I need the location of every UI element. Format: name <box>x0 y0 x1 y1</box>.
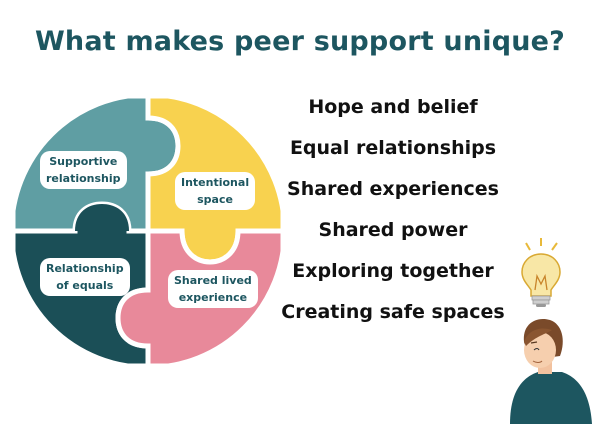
label-supportive-relationship: Supportive relationship <box>40 151 127 189</box>
label-intentional-space: Intentional space <box>175 172 256 210</box>
list-item-safe-spaces: Creating safe spaces <box>281 301 505 323</box>
page-title: What makes peer support unique? <box>34 26 566 57</box>
person-thinking-icon <box>510 318 592 424</box>
label-shared-lived-experience: Shared lived experience <box>168 270 258 308</box>
label-relationship-of-equals: Relationship of equals <box>40 258 130 296</box>
lightbulb-icon <box>521 238 561 307</box>
list-item-shared-experiences: Shared experiences <box>287 178 499 200</box>
list-item-shared-power: Shared power <box>318 219 468 241</box>
list-item-hope: Hope and belief <box>308 96 478 118</box>
list-item-exploring-together: Exploring together <box>292 260 494 282</box>
list-item-equal-relationships: Equal relationships <box>289 137 497 159</box>
